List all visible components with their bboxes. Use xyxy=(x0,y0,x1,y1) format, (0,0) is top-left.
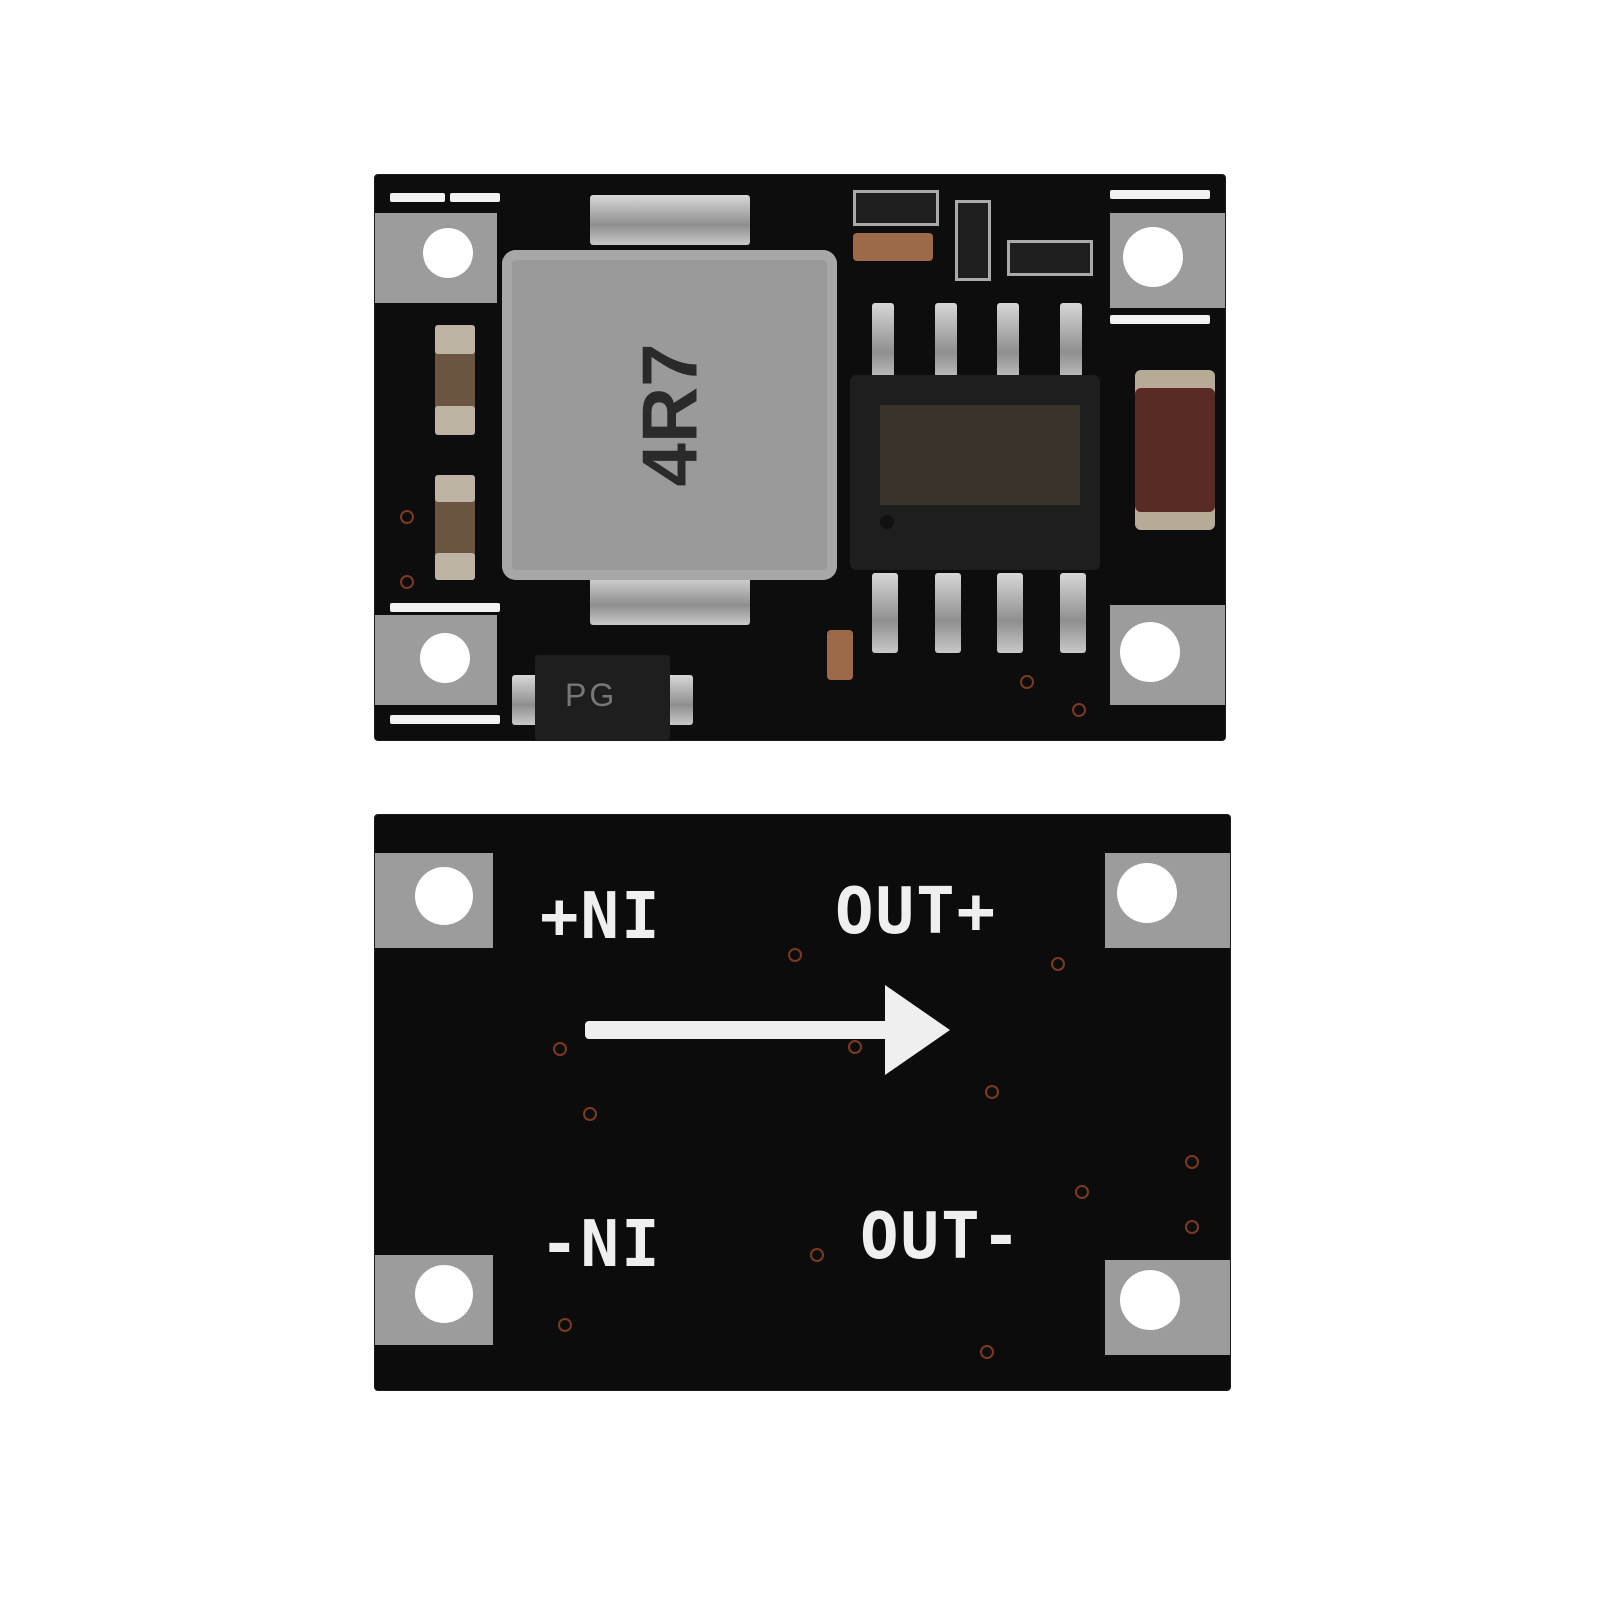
inductor-marking: 4R7 xyxy=(625,343,713,487)
mount-hole-bottom-left xyxy=(420,633,470,683)
silk-bar xyxy=(390,715,500,724)
via xyxy=(1185,1155,1199,1169)
silk-bar xyxy=(1110,190,1210,199)
via xyxy=(1020,675,1034,689)
ic-pin xyxy=(872,303,894,385)
mount-hole-bottom-left xyxy=(415,1265,473,1323)
ic-pin xyxy=(935,573,961,653)
label-input-minus: -NI xyxy=(540,1208,662,1282)
back-pcb-board: +NI OUT+ -NI OUT- xyxy=(375,815,1230,1390)
via xyxy=(1072,703,1086,717)
via xyxy=(583,1107,597,1121)
front-pcb-board: 4R7 PG xyxy=(375,175,1225,740)
silk-bar xyxy=(1110,315,1210,324)
mount-hole-bottom-right xyxy=(1120,622,1180,682)
via xyxy=(553,1042,567,1056)
via xyxy=(980,1345,994,1359)
smd-capacitor xyxy=(853,233,933,261)
direction-arrow-icon xyxy=(585,985,955,1075)
ic-exposed-pad xyxy=(880,405,1080,505)
inductor-terminal-top xyxy=(590,195,750,245)
mount-hole-top-right xyxy=(1117,863,1177,923)
via xyxy=(400,510,414,524)
power-inductor: 4R7 xyxy=(502,250,837,580)
ic-pin xyxy=(997,573,1023,653)
label-output-plus: OUT+ xyxy=(835,875,998,949)
smd-capacitor xyxy=(827,630,853,680)
mount-hole-top-left xyxy=(415,867,473,925)
mount-hole-bottom-right xyxy=(1120,1270,1180,1330)
ic-pin xyxy=(1060,573,1086,653)
ic-pin xyxy=(997,303,1019,385)
silk-bar xyxy=(450,193,500,202)
ceramic-capacitor xyxy=(435,325,475,435)
smd-resistor xyxy=(1007,240,1093,276)
via xyxy=(1185,1220,1199,1234)
schottky-diode: PG xyxy=(535,655,670,740)
tantalum-capacitor xyxy=(1135,370,1215,530)
mount-hole-top-left xyxy=(423,228,473,278)
smd-resistor xyxy=(955,200,991,281)
label-input-plus: +NI xyxy=(540,880,662,954)
via xyxy=(1075,1185,1089,1199)
via xyxy=(848,1040,862,1054)
silk-bar xyxy=(390,193,445,202)
label-output-minus: OUT- xyxy=(860,1200,1023,1274)
diode-marking: PG xyxy=(565,677,618,713)
inductor-terminal-bottom xyxy=(590,575,750,625)
via xyxy=(1051,957,1065,971)
ic-pin xyxy=(872,573,898,653)
via xyxy=(810,1248,824,1262)
ic-pin1-dot xyxy=(880,515,894,529)
buck-converter-ic xyxy=(850,375,1100,570)
via xyxy=(400,575,414,589)
ic-pin xyxy=(935,303,957,385)
silk-bar xyxy=(390,603,500,612)
via xyxy=(558,1318,572,1332)
mount-hole-top-right xyxy=(1123,227,1183,287)
ceramic-capacitor xyxy=(435,475,475,580)
ic-pin xyxy=(1060,303,1082,385)
via xyxy=(788,948,802,962)
smd-resistor xyxy=(853,190,939,226)
via xyxy=(985,1085,999,1099)
